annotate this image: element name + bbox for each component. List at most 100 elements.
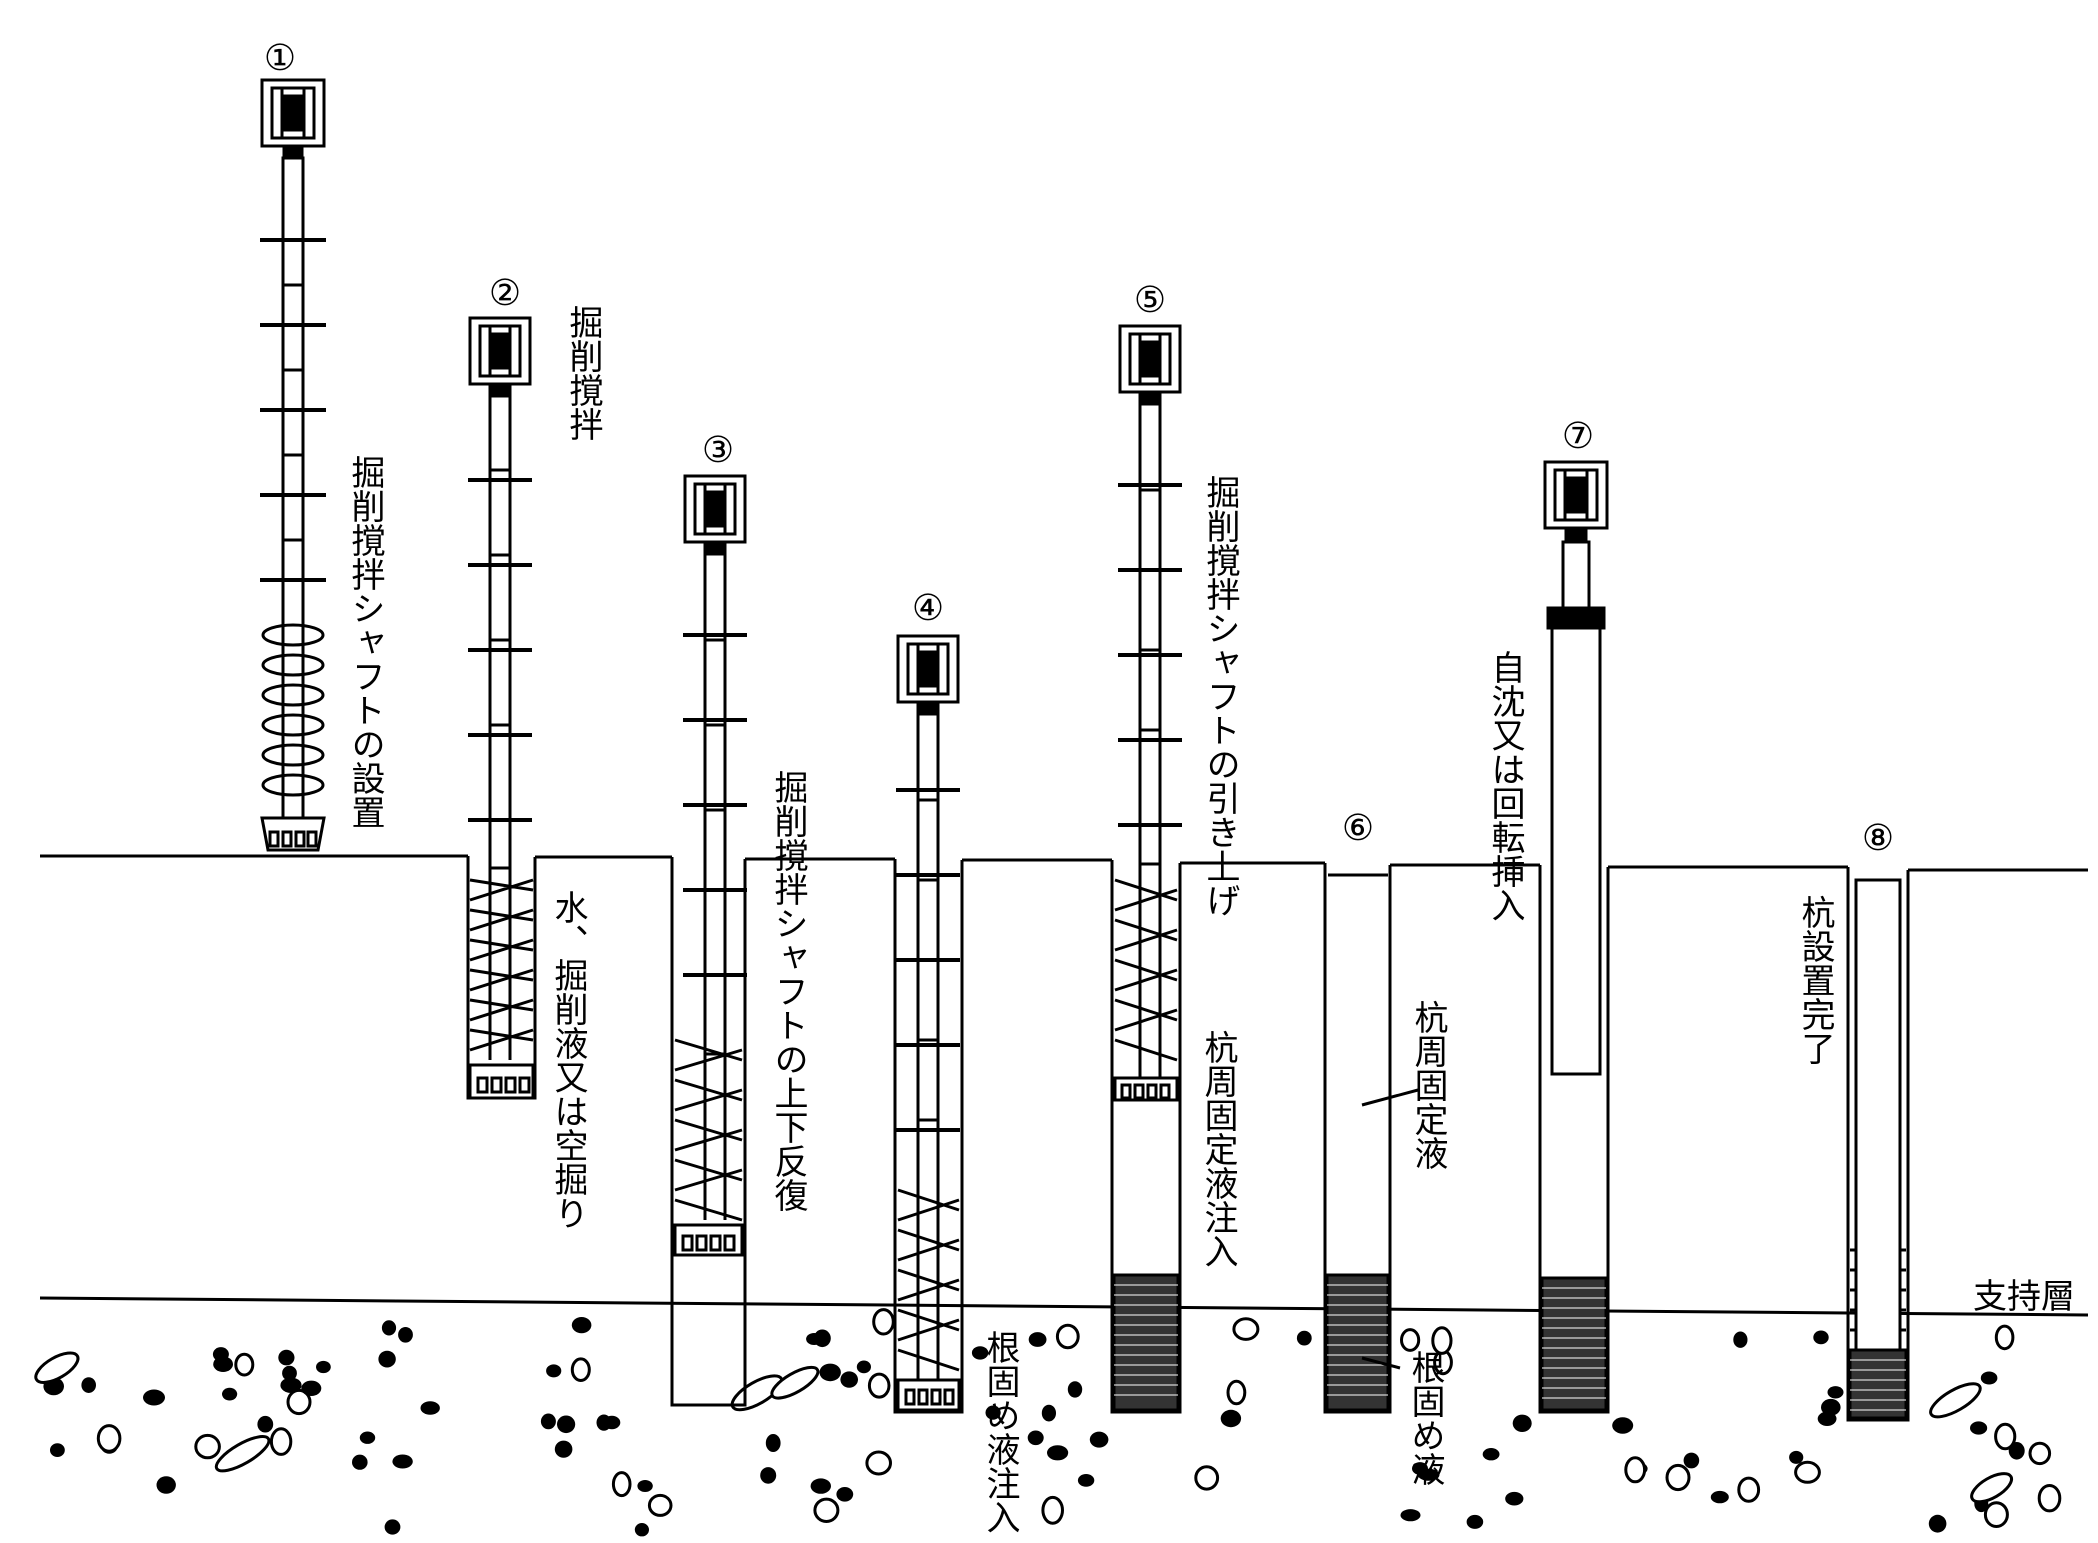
gravel-pebble	[1028, 1332, 1047, 1347]
gravel-pebble	[1827, 1386, 1844, 1399]
bearing-layer-label: 支持層	[1973, 1277, 2075, 1317]
gravel-pebble	[282, 1365, 297, 1381]
step-7-label: 自沈又は回転挿入	[1485, 650, 1525, 922]
gravel-pebble	[1612, 1417, 1634, 1434]
gravel-pebble	[1505, 1491, 1524, 1506]
gravel-pebble	[301, 1380, 322, 1397]
gravel-pebble	[96, 1424, 122, 1453]
step-1-label: 掘削撹拌シャフトの設置	[345, 455, 385, 829]
gravel-pebble	[234, 1352, 255, 1377]
gravel-pebble	[760, 1467, 777, 1484]
gravel-pebble	[1928, 1514, 1947, 1533]
gravel-pebble	[867, 1372, 891, 1399]
gravel-pebble	[546, 1364, 562, 1378]
gravel-pebble	[34, 1351, 80, 1384]
gravel-pebble	[806, 1333, 823, 1345]
gravel-pebble	[1737, 1476, 1761, 1503]
gravel-pebble	[637, 1480, 653, 1492]
step-4-number: ④	[912, 588, 944, 629]
step-8-complete	[1846, 867, 1910, 1422]
gravel-pebble	[280, 1377, 302, 1393]
step-4-root-injection	[893, 634, 964, 1414]
gravel-pebble	[2028, 1441, 2052, 1466]
gravel-pebble	[1412, 1462, 1428, 1475]
step-7-number: ⑦	[1562, 416, 1594, 457]
step-5-liquid-label: 杭周固定液注入	[1198, 1030, 1238, 1268]
gravel-pebble	[1232, 1317, 1260, 1341]
gravel-pebble	[359, 1431, 376, 1444]
gravel-pebble	[398, 1327, 413, 1343]
gravel-pebble	[1733, 1331, 1748, 1348]
gravel-pebble	[1077, 1474, 1095, 1487]
gravel-pebble	[1994, 1324, 2015, 1351]
step-5-label: 掘削撹拌シャフトの引き上げ	[1200, 475, 1240, 917]
gravel-pebble	[570, 1357, 591, 1382]
gravel-pebble	[420, 1401, 440, 1415]
gravel-pebble	[1194, 1465, 1220, 1491]
step-8-number: ⑧	[1862, 818, 1894, 859]
gravel-pebble	[392, 1454, 413, 1469]
step-5-number: ⑤	[1134, 280, 1166, 321]
gravel-pebble	[1813, 1330, 1829, 1345]
gravel-pebble	[840, 1371, 858, 1388]
step-5-withdraw	[1110, 324, 1182, 1414]
gravel-pebble	[1482, 1448, 1500, 1461]
gravel-pebble	[856, 1360, 872, 1374]
step-2-number: ②	[489, 273, 521, 314]
gravel-pebble	[2037, 1484, 2062, 1513]
step-7-insert-pile	[1538, 460, 1610, 1414]
gravel-pebble	[1970, 1472, 2014, 1504]
gravel-pebble	[647, 1493, 673, 1517]
step-4-label: 根固め液注入	[980, 1330, 1020, 1534]
gravel-pebble	[865, 1450, 893, 1476]
gravel-pebble	[1041, 1404, 1056, 1422]
gravel-pebble	[384, 1519, 401, 1535]
gravel-pebble	[1466, 1514, 1484, 1529]
gravel-pebble	[214, 1435, 271, 1473]
gravel-pebble	[634, 1523, 650, 1537]
gravel-pebble	[819, 1363, 841, 1382]
gravel-pebble	[1027, 1430, 1044, 1446]
gravel-pebble	[1983, 1501, 2009, 1528]
gravel-pebble	[596, 1414, 612, 1431]
gravel-pebble	[222, 1387, 238, 1401]
step-8-label: 杭設置完了	[1795, 895, 1835, 1065]
gravel-pebble	[985, 1405, 1001, 1420]
step-2-excavation	[466, 316, 537, 1100]
gravel-pebble	[278, 1349, 295, 1366]
step-6-pile-fix-label: 杭周固定液	[1408, 1000, 1448, 1170]
gravel-pebble	[971, 1346, 989, 1360]
gravel-pebble	[1624, 1456, 1647, 1484]
gravel-pebble	[1665, 1463, 1691, 1492]
gravel-pebble	[1794, 1460, 1821, 1484]
gravel-pebble	[1683, 1452, 1700, 1469]
gravel-pebble	[269, 1427, 293, 1456]
gravel-pebble	[286, 1388, 312, 1416]
gravel-pebble	[770, 1365, 820, 1400]
step-2-liquid-label: 水、掘削液又は空掘り	[548, 890, 588, 1230]
step-6-hole-filled	[1323, 863, 1419, 1414]
step-6-root-fix-label: 根固め液	[1405, 1350, 1445, 1486]
gravel-pebble	[611, 1471, 632, 1498]
gravel-pebble	[554, 1440, 573, 1458]
gravel-pebble	[1296, 1330, 1312, 1346]
gravel-pebble	[1970, 1421, 1988, 1435]
gravel-pebble	[1041, 1495, 1064, 1525]
gravel-pebble	[381, 1320, 397, 1336]
ground-surface	[40, 854, 2088, 872]
gravel-pebble	[1512, 1414, 1532, 1433]
gravel-pebble	[765, 1434, 781, 1452]
gravel-pebble	[1821, 1398, 1841, 1416]
gravel-pebble	[213, 1356, 234, 1372]
gravel-pebble	[1226, 1379, 1247, 1406]
gravel-pebble	[557, 1415, 576, 1434]
gravel-pebble	[813, 1497, 840, 1524]
gravel-pebble	[81, 1377, 96, 1393]
step-6-number: ⑥	[1342, 808, 1374, 849]
gravel-pebble	[1047, 1445, 1069, 1461]
gravel-pebble	[194, 1433, 221, 1460]
gravel-pebble	[257, 1415, 274, 1433]
gravel-pebble	[1055, 1323, 1080, 1350]
bearing-layer-line	[39, 1296, 2089, 1317]
